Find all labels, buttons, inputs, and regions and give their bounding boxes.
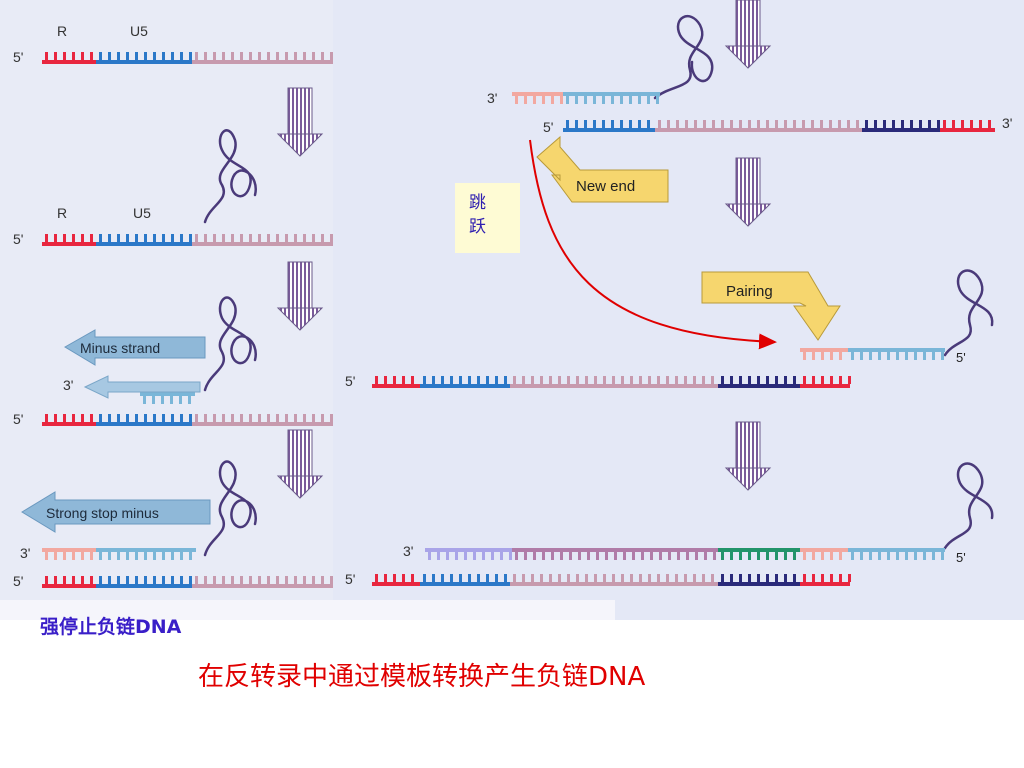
rna-template-1	[42, 52, 333, 64]
label-5prime-r3: 5'	[345, 571, 355, 587]
jump-label-box: 跳 跃	[455, 183, 520, 253]
pairing-callout: Pairing	[701, 271, 841, 341]
paired-minus-r2	[800, 348, 945, 360]
rna-template-2	[42, 234, 333, 246]
label-5prime-4: 5'	[13, 573, 23, 589]
main-caption: 在反转录中通过模板转换产生负链DNA	[198, 662, 646, 692]
strong-stop-minus-4	[42, 548, 196, 560]
flow-arrows	[276, 0, 772, 499]
rna-template-4	[42, 576, 333, 588]
label-5prime-r2-end: 5'	[956, 350, 966, 365]
minus-strand-arrow: Minus strand	[64, 329, 206, 366]
strong-stop-r1	[512, 92, 660, 104]
new-end-callout: New end	[536, 135, 669, 203]
strong-stop-arrow: Strong stop minus	[21, 491, 211, 533]
label-5prime-r3-end: 5'	[956, 550, 966, 565]
label-r-2: R	[57, 205, 67, 221]
right-panel	[333, 0, 1024, 620]
label-3prime-r1-end: 3'	[1002, 115, 1012, 131]
minus-strand-label: Minus strand	[80, 340, 160, 356]
label-u5-2: U5	[133, 205, 151, 221]
rna-template-r2	[372, 376, 851, 388]
rna-template-3	[42, 414, 333, 426]
strong-stop-label: Strong stop minus	[46, 505, 159, 521]
label-r-top: R	[57, 23, 67, 39]
label-5prime-r2: 5'	[345, 373, 355, 389]
label-3prime-4: 3'	[20, 545, 30, 561]
trna-squiggles	[203, 14, 994, 557]
label-5prime-1: 5'	[13, 49, 23, 65]
minus-short-3	[140, 392, 195, 404]
new-end-label: New end	[576, 178, 635, 195]
label-3prime-r1: 3'	[487, 90, 497, 106]
small-left-arrow	[83, 375, 201, 399]
bottom-strip	[0, 600, 615, 620]
label-3prime-r3: 3'	[403, 543, 413, 559]
rna-template-r3	[372, 574, 851, 586]
jump-label-char-1: 跳	[469, 193, 486, 213]
label-5prime-2: 5'	[13, 231, 23, 247]
nucleic-acid-strands	[42, 52, 995, 588]
minus-extended-r3	[425, 548, 945, 560]
strong-stop-caption: 强停止负链DNA	[40, 616, 182, 638]
jump-label-char-2: 跃	[469, 217, 486, 237]
label-5prime-r1: 5'	[543, 119, 553, 135]
rna-template-r1	[563, 120, 995, 132]
label-5prime-3: 5'	[13, 411, 23, 427]
label-u5-top: U5	[130, 23, 148, 39]
jump-arrow	[529, 139, 777, 350]
pairing-label: Pairing	[726, 283, 773, 300]
label-3prime-3: 3'	[63, 377, 73, 393]
